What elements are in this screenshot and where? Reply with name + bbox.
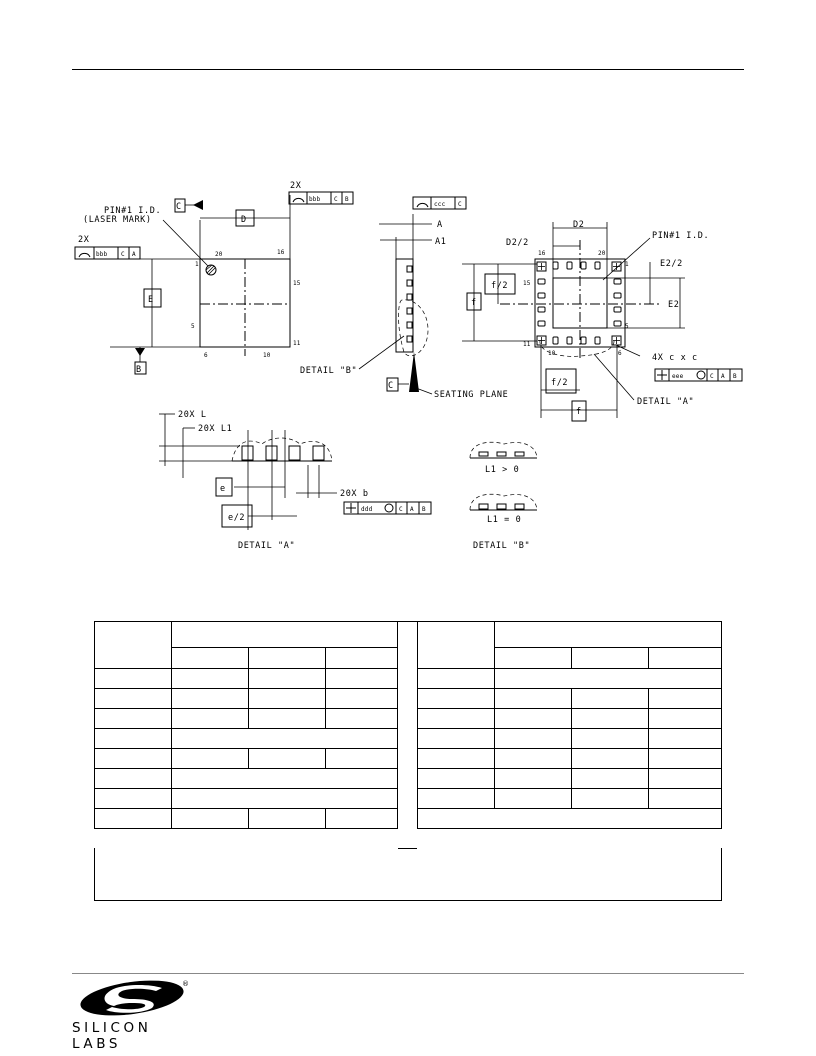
detail-b-title: DETAIL "B": [473, 541, 530, 551]
svg-text:ddd: ddd: [361, 506, 373, 513]
fcf-bbb-c-b: bbb C B: [288, 191, 354, 205]
pin1-id-label: PIN#1 I.D.: [104, 206, 161, 216]
l1-gt-0-label: L1 > 0: [485, 465, 519, 475]
twenty-x-l-label: 20X L: [178, 410, 207, 420]
silicon-labs-wordmark: SILICON LABS: [72, 1020, 152, 1052]
package-outline-drawing: 1 20 16 15 5 6 10 11 PIN#1 I.D. (LASER M…: [74, 181, 743, 551]
svg-text:B: B: [345, 196, 349, 203]
svg-text:eee: eee: [672, 373, 684, 380]
pin1-dot-icon: [205, 264, 217, 276]
seating-plane-label: SEATING PLANE: [434, 390, 508, 400]
bp-11-label: 11: [523, 341, 531, 348]
fcf-bbb-c-a: bbb C A: [74, 246, 141, 260]
twenty-x-b-label: 20X b: [340, 489, 369, 499]
svg-text:C: C: [334, 196, 338, 203]
bp-20-label: 20: [598, 250, 606, 257]
silicon-labs-logo: ®: [80, 980, 189, 1016]
detail-b-view: L1 > 0 L1 = 0 DETAIL "B": [469, 441, 538, 551]
dim-e-label: E: [148, 295, 154, 305]
detail-a-view: 20X L 20X L1 e e/2 20X b ddd C: [159, 410, 432, 551]
f-half-upper-label: f/2: [491, 281, 508, 291]
svg-text:A: A: [721, 373, 725, 380]
pin-11-label: 11: [293, 340, 301, 347]
bp-1-label: 1: [625, 261, 629, 268]
two-x-left-label: 2X: [78, 235, 90, 245]
svg-text:A: A: [410, 506, 414, 513]
registered-mark: ®: [182, 980, 189, 988]
detail-a-callout: DETAIL "A": [637, 397, 694, 407]
datum-c-label: C: [176, 202, 182, 212]
dim-d-label: D: [241, 215, 247, 225]
table-notes-box: [94, 848, 722, 901]
svg-text:A: A: [132, 251, 136, 258]
dim-a1-label: A1: [435, 237, 446, 247]
fcf-ddd-m-c-a-b: ddd C A B: [343, 501, 432, 515]
perimeter-pads: [537, 261, 622, 345]
f-half-lower-label: f/2: [551, 378, 568, 388]
svg-text:C: C: [710, 373, 714, 380]
svg-text:ccc: ccc: [434, 201, 446, 208]
footer-rule: [72, 973, 744, 974]
side-view: A A1 ccc C DETAIL "B" C SEATING PLANE: [300, 196, 508, 400]
svg-text:C: C: [121, 251, 125, 258]
datum-c-seating-label: C: [388, 381, 394, 391]
fcf-eee-m-c-a-b: eee C A B: [654, 368, 743, 382]
side-view-body: [395, 258, 414, 353]
detail-a-title: DETAIL "A": [238, 541, 295, 551]
bp-16-label: 16: [538, 250, 546, 257]
detail-b-callout: DETAIL "B": [300, 366, 357, 376]
pin-1-label: 1: [195, 261, 199, 268]
laser-mark-label: (LASER MARK): [83, 215, 152, 225]
f-bottom-label: f: [576, 407, 582, 417]
f-left-label: f: [471, 298, 477, 308]
d2-half-label: D2/2: [506, 238, 529, 248]
bp-5-label: 5: [625, 323, 629, 330]
bp-10-label: 10: [548, 350, 556, 357]
pin-16-label: 16: [277, 249, 285, 256]
svg-text:B: B: [422, 506, 426, 513]
bp-6-label: 6: [618, 350, 622, 357]
fcf-ccc-c: ccc C: [412, 196, 467, 210]
svg-text:bbb: bbb: [309, 196, 321, 203]
e2-label: E2: [668, 300, 679, 310]
e2-half-label: E2/2: [660, 259, 683, 269]
pin-10-label: 10: [263, 352, 271, 359]
svg-text:bbb: bbb: [96, 251, 108, 258]
bp-15-label: 15: [523, 280, 531, 287]
top-view: 1 20 16 15 5 6 10 11 PIN#1 I.D. (LASER M…: [74, 181, 354, 375]
l1-eq-0-label: L1 = 0: [487, 515, 521, 525]
d2-label: D2: [573, 220, 584, 230]
pin-20-label: 20: [215, 251, 223, 258]
pin1-id-bottom-label: PIN#1 I.D.: [652, 231, 709, 241]
header-rule: [72, 69, 744, 70]
dimension-table-right: [417, 621, 722, 829]
svg-text:C: C: [458, 201, 462, 208]
e-half-label: e/2: [228, 513, 245, 523]
pin-5-label: 5: [191, 323, 195, 330]
datum-b-label: B: [136, 365, 142, 375]
pin-15-label: 15: [293, 280, 301, 287]
svg-text:B: B: [733, 373, 737, 380]
table-gap: [398, 621, 417, 849]
dimension-table-left: [94, 621, 398, 829]
e-pitch-label: e: [220, 484, 226, 494]
dim-a-label: A: [437, 220, 443, 230]
pin-6-label: 6: [204, 352, 208, 359]
four-x-cxc-label: 4X c x c: [652, 353, 698, 363]
two-x-top-label: 2X: [290, 181, 302, 191]
svg-text:C: C: [399, 506, 403, 513]
twenty-x-l1-label: 20X L1: [198, 424, 232, 434]
bottom-view: 16 20 15 11 10 6 5 1 D2 D2/2 E2 E2/2 PIN…: [462, 220, 743, 422]
